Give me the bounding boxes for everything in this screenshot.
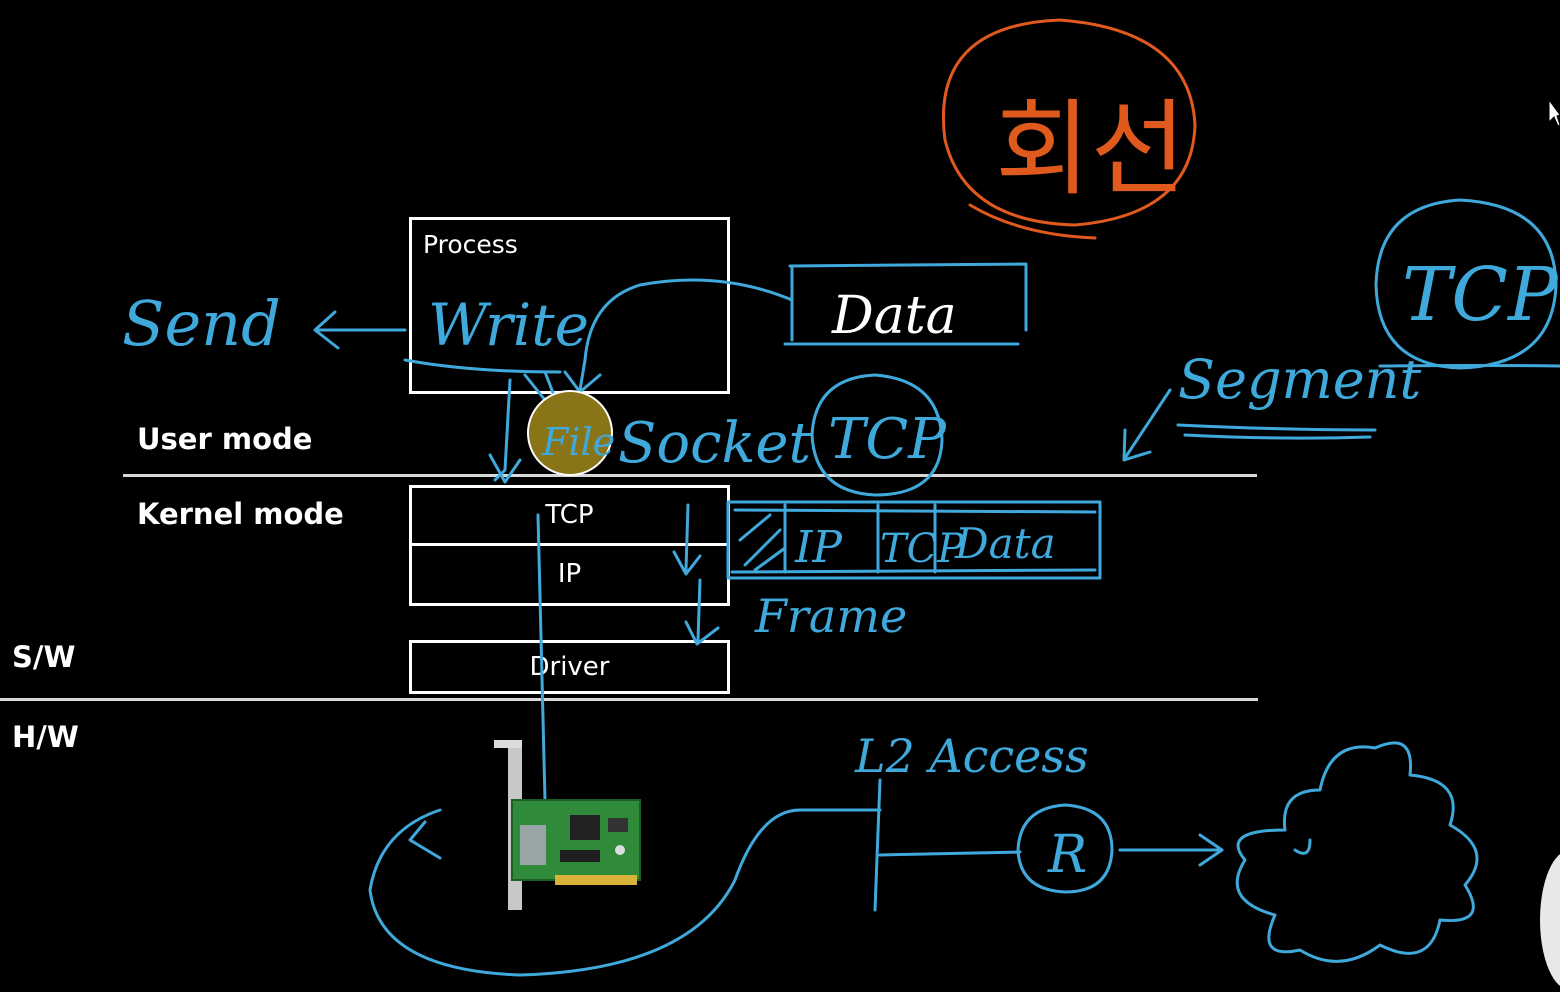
data-annotation: Data bbox=[831, 286, 957, 346]
router-annotation: R bbox=[1047, 825, 1087, 885]
driver-box bbox=[409, 640, 730, 694]
file-annotation: File bbox=[541, 420, 615, 464]
sw-hw-divider bbox=[0, 698, 1258, 701]
send-annotation: Send bbox=[122, 287, 281, 360]
process-title: Process bbox=[423, 230, 518, 259]
data-hand-box bbox=[783, 262, 1028, 346]
router-circle bbox=[1016, 803, 1114, 894]
ip-to-frame-arrow bbox=[684, 578, 720, 646]
tcp-to-ip-arrow bbox=[672, 503, 702, 576]
cloud-icon bbox=[1235, 741, 1479, 963]
korean-annotation: 회선 bbox=[995, 88, 1186, 210]
l2-access-annotation: L2 Access bbox=[854, 729, 1089, 783]
socket-annotation: Socket bbox=[618, 411, 812, 476]
hw-label: H/W bbox=[12, 720, 79, 754]
write-to-send-arrow bbox=[313, 310, 407, 350]
tcp-layer-label: TCP bbox=[545, 500, 594, 530]
frame-annotation: Frame bbox=[754, 589, 907, 643]
segment-arrow bbox=[1122, 388, 1172, 462]
tcp-top-annotation: TCP bbox=[1402, 252, 1559, 338]
socket-down-arrow bbox=[488, 378, 522, 484]
segment-annotation: Segment bbox=[1178, 348, 1421, 411]
write-underline bbox=[403, 358, 562, 374]
packet-ip-annotation: IP bbox=[794, 522, 843, 573]
korean-orange-circle bbox=[942, 18, 1197, 240]
mouse-cursor-icon bbox=[1548, 98, 1560, 127]
file-highlight bbox=[527, 390, 613, 476]
edge-shape bbox=[1540, 850, 1560, 990]
stack-vertical-line bbox=[536, 513, 547, 802]
l2-access-line bbox=[873, 778, 1022, 912]
packet-tcp-annotation: TCP bbox=[880, 526, 965, 572]
packet-box bbox=[726, 500, 1102, 580]
user-kernel-divider bbox=[123, 474, 1257, 477]
segment-underline-2 bbox=[1183, 433, 1372, 440]
tcp-socket-circle bbox=[810, 373, 944, 497]
segment-underline-1 bbox=[1176, 423, 1377, 432]
nic-cable-loop bbox=[368, 808, 882, 977]
user-mode-label: User mode bbox=[137, 422, 313, 456]
data-to-socket-arrow bbox=[563, 278, 794, 394]
sw-label: S/W bbox=[12, 640, 76, 674]
write-annotation: Write bbox=[428, 291, 589, 359]
network-card-icon bbox=[494, 740, 641, 910]
packet-data-annotation: Data bbox=[954, 519, 1056, 568]
tcp-top-circle bbox=[1374, 198, 1558, 370]
tcp-socket-annotation: TCP bbox=[828, 407, 947, 472]
ip-layer-label: IP bbox=[557, 559, 582, 589]
router-to-cloud-arrow bbox=[1118, 833, 1224, 867]
kernel-mode-label: Kernel mode bbox=[137, 497, 344, 531]
